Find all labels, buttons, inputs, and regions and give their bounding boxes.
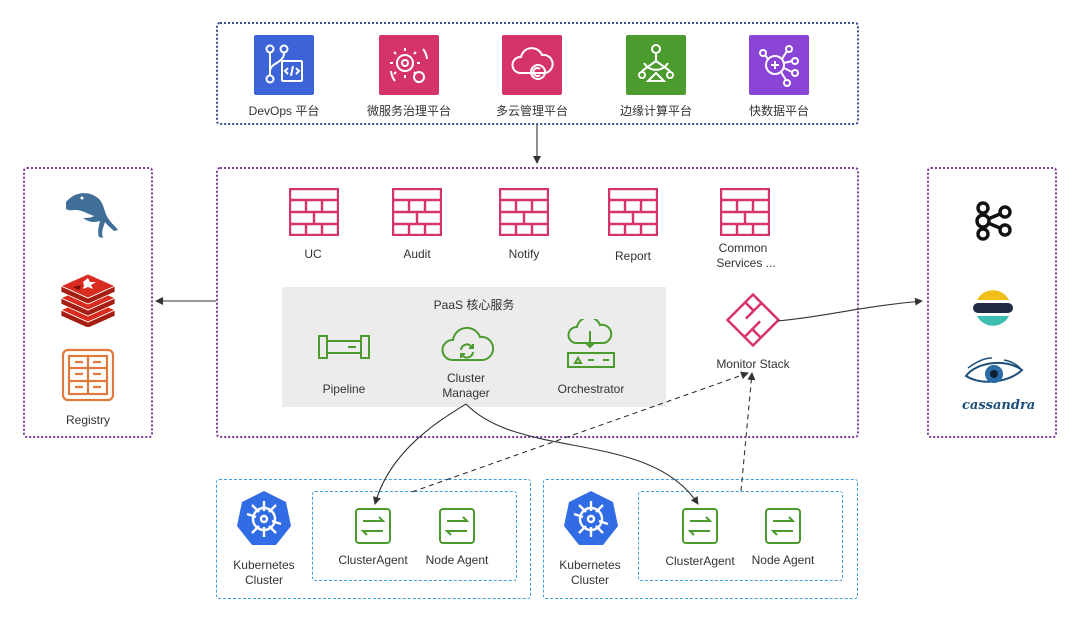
platform-label-multicloud: 多云管理平台 [495,104,568,118]
node-agent-icon-1[interactable] [438,507,476,545]
node-agent-icon-2[interactable] [764,507,802,545]
k8s-label-1a: Kubernetes [233,558,295,572]
k8s-cluster-group-1 [216,479,531,599]
cluster-agent-label-1: ClusterAgent [338,553,408,567]
orchestrator-label: Orchestrator [557,382,625,396]
service-label-notify: Notify [508,247,540,261]
node-agent-label-1: Node Agent [425,553,489,567]
k8s-label-2b: Cluster [570,573,609,587]
multicloud-icon[interactable] [502,35,562,95]
cassandra-eye-icon[interactable] [964,356,1024,390]
cluster-agent-icon-2[interactable] [681,507,719,545]
elasticsearch-icon[interactable] [971,286,1015,330]
kafka-icon[interactable] [973,200,1015,242]
service-label-common-1: Common [718,241,768,255]
microservice-gear-icon[interactable] [379,35,439,95]
cassandra-wordmark: cassandra [962,398,1036,413]
common-services-icon[interactable] [720,188,770,236]
pipeline-label: Pipeline [322,382,366,396]
service-label-uc: UC [304,247,322,261]
cluster-manager-label-2: Manager [442,386,490,400]
k8s-label-1b: Cluster [244,573,283,587]
kubernetes-icon-2[interactable] [562,489,620,547]
kubernetes-icon[interactable] [235,489,293,547]
redis-icon[interactable] [59,269,117,327]
platform-label-microservice: 微服务治理平台 [366,104,451,118]
service-label-audit: Audit [403,247,431,261]
report-service-icon[interactable] [608,188,658,236]
right-storage-group [927,167,1057,438]
platforms-group [216,22,859,125]
fast-data-icon[interactable] [749,35,809,95]
monitor-stack-label: Monitor Stack [716,357,790,371]
registry-icon[interactable] [61,348,115,402]
mysql-icon[interactable] [60,184,122,242]
uc-service-icon[interactable] [289,188,339,236]
cluster-agent-icon-1[interactable] [354,507,392,545]
audit-service-icon[interactable] [392,188,442,236]
platform-label-fastdata: 快数据平台 [748,104,809,118]
paas-core-title: PaaS 核心服务 [433,298,515,312]
platform-label-edge: 边缘计算平台 [619,104,692,118]
service-label-report: Report [614,249,652,263]
service-label-common-2: Services ... [716,256,776,270]
edge-computing-icon[interactable] [626,35,686,95]
k8s-label-2a: Kubernetes [559,558,621,572]
notify-service-icon[interactable] [499,188,549,236]
registry-label: Registry [65,413,110,427]
devops-icon[interactable] [254,35,314,95]
left-storage-group [23,167,153,438]
pipeline-icon[interactable] [318,333,370,361]
monitor-stack-icon[interactable] [726,293,780,347]
cluster-manager-label-1: Cluster [446,371,485,385]
cluster-agent-label-2: ClusterAgent [665,554,735,568]
node-agent-label-2: Node Agent [751,553,815,567]
platform-label-devops: DevOps 平台 [248,104,320,118]
orchestrator-icon[interactable] [566,319,616,371]
cluster-manager-icon[interactable] [440,322,494,366]
